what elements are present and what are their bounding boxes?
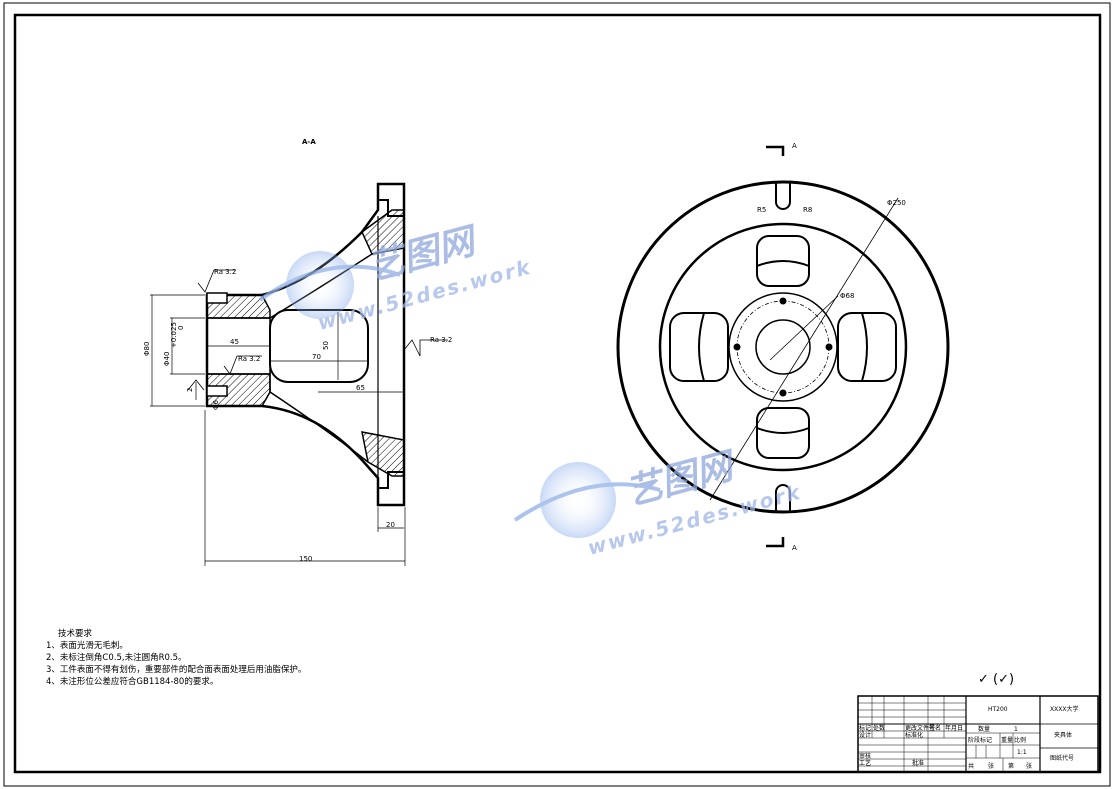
dim-depth-65: 65 xyxy=(356,384,365,392)
slot-window-bottom xyxy=(756,407,810,459)
dim-flange-thickness: 20 xyxy=(386,521,395,529)
inner-border xyxy=(13,13,1102,774)
title-count-label: 处数 xyxy=(873,724,885,732)
bolt-hole xyxy=(825,343,833,351)
dim-r5: R5 xyxy=(757,206,766,214)
title-part-name: 夹具体 xyxy=(1054,731,1072,739)
title-doc-label: 更改文件号 xyxy=(905,724,935,732)
roughness-label: Ra 3.2 xyxy=(214,268,236,276)
section-label: A-A xyxy=(302,138,316,146)
roughness-symbol-4 xyxy=(187,379,205,391)
bolt-circle xyxy=(736,300,830,394)
roughness-symbol-3: Ra 3.2 xyxy=(403,336,452,357)
inner-cone-lower xyxy=(269,391,369,463)
dim-tol-lower: 0 xyxy=(177,326,185,330)
technical-requirements-title: 技术要求 xyxy=(58,629,93,639)
dim-depth-70: 70 xyxy=(312,353,321,361)
flange-step-lower xyxy=(378,471,404,489)
roughness-label: Ra 3.2 xyxy=(430,336,452,344)
title-std-label: 标准化 xyxy=(905,731,923,739)
body-circle xyxy=(658,222,908,472)
bore-circle xyxy=(755,319,811,375)
title-process-label: 工艺 xyxy=(859,759,871,767)
outer-flange-circle xyxy=(616,180,950,514)
title-design-label: 设计 xyxy=(859,731,871,739)
title-review-label: 审核 xyxy=(859,752,871,760)
dim-tol-upper: +0.025 xyxy=(170,322,178,348)
section-marker-bottom xyxy=(766,537,785,548)
surface-finish-mark: ✓ (✓) xyxy=(978,672,1015,687)
requirement-item: 2、未标注倒角C0.5,未注圆角R0.5。 xyxy=(46,653,187,663)
slot-window-left xyxy=(669,312,729,382)
title-quantity-label: 数量 xyxy=(978,725,990,733)
roughness-symbol-1: Ra 3.2 xyxy=(197,268,236,293)
dim-overall-length: 150 xyxy=(299,555,312,563)
title-sheets-label: 张 xyxy=(988,762,994,770)
title-date-label: 年月日 xyxy=(945,724,963,732)
tapped-hole-lower xyxy=(206,385,228,397)
title-stage-mark-label: 阶段标记 xyxy=(968,736,992,744)
roughness-label: Ra 3.2 xyxy=(238,355,260,363)
title-weight-label: 重量 xyxy=(1001,736,1013,744)
slot-window-top xyxy=(756,235,810,287)
roughness-symbol-2: Ra 3.2 xyxy=(223,355,262,375)
bolt-hole xyxy=(733,343,741,351)
outer-border xyxy=(3,2,1111,787)
title-sheet-no-label: 张 xyxy=(1026,762,1032,770)
dim-r8: R8 xyxy=(803,206,812,214)
section-view: A-A xyxy=(143,138,452,566)
requirement-item: 1、表面光滑无毛刺。 xyxy=(46,641,128,651)
slot-window-right xyxy=(837,312,897,382)
dim-dia-80: Φ80 xyxy=(143,342,151,356)
title-sheet-label: 第 xyxy=(1008,762,1014,770)
bolt-circle-leader xyxy=(769,295,839,361)
dim-dia-40: Φ40 xyxy=(163,352,171,366)
section-marker-label: A xyxy=(792,142,797,150)
hub-circle xyxy=(728,292,838,402)
title-mark-label: 标记 xyxy=(859,724,871,732)
dim-dia-6: Φ6 xyxy=(212,399,220,410)
title-school: XXXX大学 xyxy=(1050,705,1078,713)
watermark-lower: 艺图网 www.52des.work xyxy=(513,445,804,560)
bolt-hole xyxy=(779,389,787,397)
dim-slot-50: 50 xyxy=(322,341,330,350)
bolt-hole xyxy=(779,297,787,305)
title-total-label: 共 xyxy=(968,762,974,770)
title-scale: 1:1 xyxy=(1017,749,1027,756)
dim-bolt-circle: Φ68 xyxy=(840,292,854,300)
tapped-hole-upper xyxy=(206,292,228,304)
dim-bore-depth-45: 45 xyxy=(230,338,239,346)
section-marker-top xyxy=(766,145,785,156)
requirement-item: 3、工件表面不得有划伤，重要部件的配合面表面处理后用油脂保护。 xyxy=(46,665,307,675)
u-notch-bottom xyxy=(775,484,791,512)
title-drawing-code: 图纸代号 xyxy=(1050,754,1074,762)
title-sign-label: 签名 xyxy=(929,724,941,732)
requirement-item: 4、未注形位公差应符合GB1184-80的要求。 xyxy=(46,677,219,687)
u-notch-top xyxy=(775,182,791,210)
technical-requirements: 技术要求 1、表面光滑无毛刺。 2、未标注倒角C0.5,未注圆角R0.5。 3、… xyxy=(46,628,406,688)
section-dimensions xyxy=(150,294,406,566)
dim-outer-dia: Φ250 xyxy=(887,199,906,207)
hatch-lower-rib xyxy=(361,431,405,477)
title-block xyxy=(857,695,1099,773)
title-scale-label: 比例 xyxy=(1014,736,1026,744)
section-marker-label: A xyxy=(792,544,797,552)
flange-step-upper xyxy=(378,199,404,217)
end-view: A A xyxy=(616,142,950,552)
title-quantity: 1 xyxy=(1014,726,1018,733)
title-approve-label: 批准 xyxy=(912,759,924,767)
title-material: HT200 xyxy=(988,706,1008,713)
diameter-leader xyxy=(709,197,899,501)
dim-depth-2: 2 xyxy=(186,388,194,392)
